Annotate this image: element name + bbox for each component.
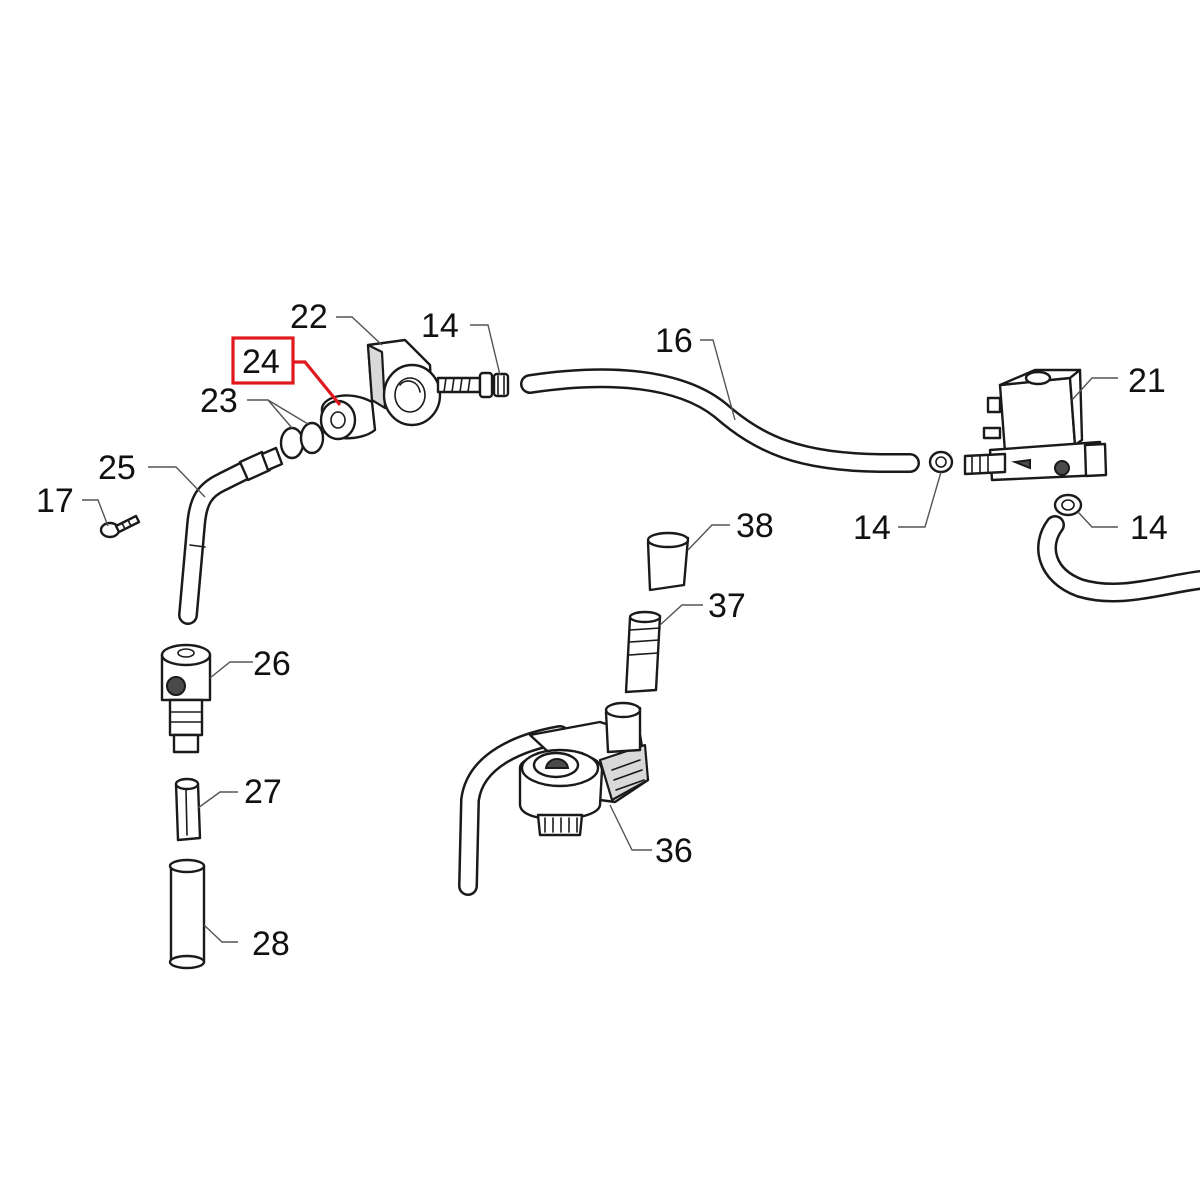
part-16-hose	[520, 368, 920, 473]
part-24-disc	[319, 394, 377, 441]
label-14-middle: 14	[853, 509, 891, 547]
highlight-leader	[293, 360, 342, 407]
label-27: 27	[244, 773, 282, 811]
label-24: 24	[242, 343, 280, 381]
label-16: 16	[655, 322, 693, 360]
part-36-base-unit	[458, 701, 650, 896]
label-37: 37	[708, 587, 746, 625]
label-26: 26	[253, 645, 291, 683]
part-labels: 22 14 16 21 24 23 25 17 14 14 38 37 26 2…	[36, 298, 1168, 963]
part-37-connector	[624, 610, 662, 694]
label-17: 17	[36, 482, 74, 520]
part-23-o-rings	[279, 421, 325, 460]
part-14-clamp-right	[1053, 493, 1083, 517]
leader-lines	[82, 316, 1118, 943]
part-21-solenoid-valve	[963, 368, 1108, 482]
part-25-bent-pipe	[178, 446, 284, 625]
right-hose	[1037, 515, 1200, 603]
part-38-cap	[646, 531, 690, 592]
part-28-tube	[168, 858, 206, 970]
label-14-right: 14	[1130, 509, 1168, 547]
part-27-sleeve	[174, 777, 202, 842]
label-38: 38	[736, 507, 774, 545]
label-25: 25	[98, 449, 136, 487]
part-22-bracket	[366, 338, 494, 427]
label-23: 23	[200, 382, 238, 420]
label-36: 36	[655, 832, 693, 870]
label-21: 21	[1128, 362, 1166, 400]
part-17-screw	[99, 514, 141, 539]
label-22: 22	[290, 298, 328, 336]
label-28: 28	[252, 925, 290, 963]
highlight-24	[231, 336, 342, 407]
part-14-nut-top	[492, 372, 510, 398]
label-14-top: 14	[421, 307, 459, 345]
part-14-clamp-middle	[928, 450, 954, 474]
part-26-nozzle	[160, 643, 212, 754]
